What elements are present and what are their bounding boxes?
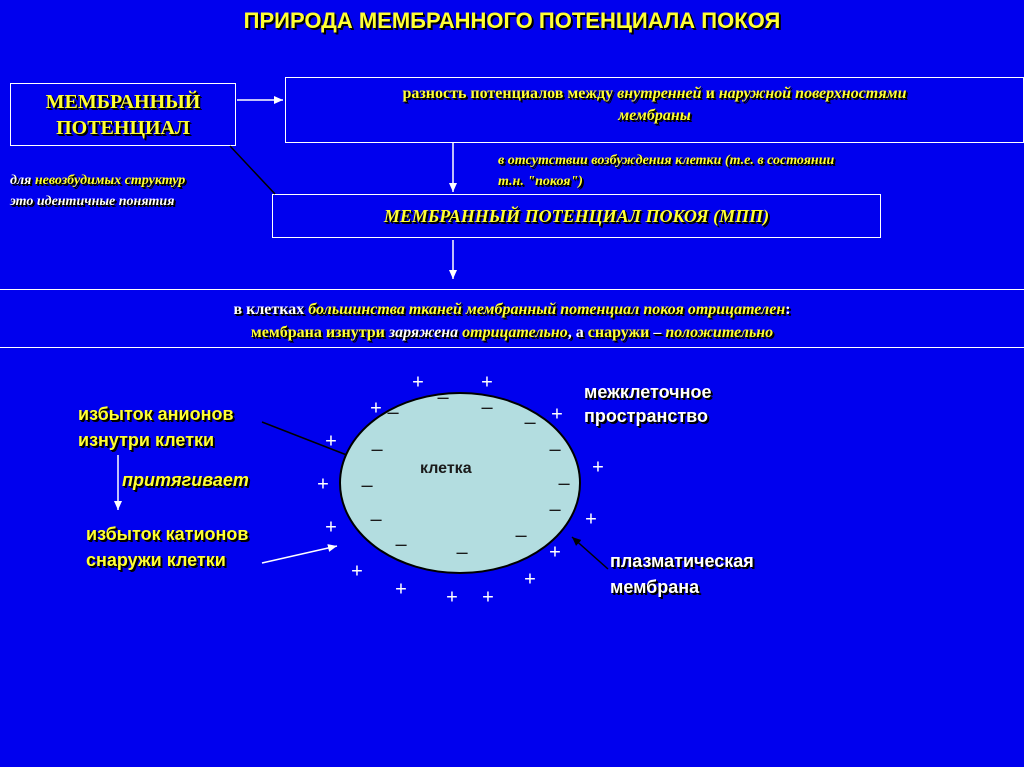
plus-charge: + <box>395 578 407 600</box>
plus-charge: + <box>549 541 561 563</box>
minus-charge: – <box>361 474 373 496</box>
plus-charge: + <box>585 508 597 530</box>
membrane-line-1: плазматическая <box>610 548 754 574</box>
plus-charge: + <box>551 403 563 425</box>
intercellular-line-2: пространство <box>584 404 712 428</box>
plus-charge: + <box>412 371 424 393</box>
plus-charge: + <box>524 568 536 590</box>
membrane-label: плазматическая мембрана <box>610 548 754 600</box>
minus-charge: – <box>481 396 493 418</box>
plus-charge: + <box>482 586 494 608</box>
minus-charge: – <box>456 541 468 563</box>
plus-charge: + <box>317 473 329 495</box>
minus-charge: – <box>524 411 536 433</box>
intercellular-line-1: межклеточное <box>584 380 712 404</box>
cations-line-1: избыток катионов <box>86 521 248 547</box>
membrane-line-2: мембрана <box>610 574 754 600</box>
minus-charge: – <box>387 401 399 423</box>
connector-mp-to-mpp <box>230 146 275 194</box>
cell-label: клетка <box>420 460 472 478</box>
minus-charge: – <box>515 524 527 546</box>
minus-charge: – <box>437 386 449 408</box>
anions-line-2: изнутри клетки <box>78 427 234 453</box>
plus-charge: + <box>446 586 458 608</box>
plus-charge: + <box>370 397 382 419</box>
anions-line-1: избыток анионов <box>78 401 234 427</box>
minus-charge: – <box>558 472 570 494</box>
intercellular-space-label: межклеточное пространство <box>584 380 712 428</box>
plus-charge: + <box>481 371 493 393</box>
minus-charge: – <box>549 438 561 460</box>
minus-charge: – <box>549 498 561 520</box>
minus-charge: – <box>370 508 382 530</box>
minus-charge: – <box>395 533 407 555</box>
plus-charge: + <box>351 560 363 582</box>
arrow-membrane <box>572 537 608 569</box>
attracts-label: притягивает <box>122 470 249 491</box>
anions-label: избыток анионов изнутри клетки <box>78 401 234 453</box>
minus-charge: – <box>371 438 383 460</box>
plus-charge: + <box>325 516 337 538</box>
plus-charge: + <box>592 456 604 478</box>
arrow-cations-to-cell <box>262 546 337 563</box>
cations-label: избыток катионов снаружи клетки <box>86 521 248 573</box>
plus-charge: + <box>325 430 337 452</box>
cations-line-2: снаружи клетки <box>86 547 248 573</box>
